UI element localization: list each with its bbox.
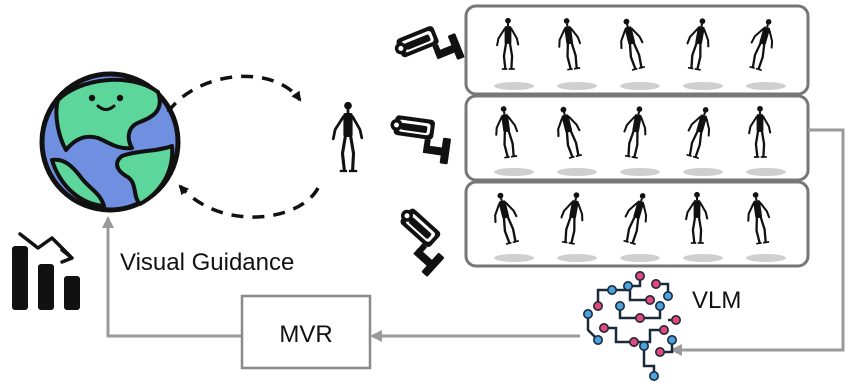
frame-shadow	[683, 168, 723, 176]
center-robot-figure	[331, 100, 364, 173]
brain-node	[662, 290, 673, 301]
brain-circuit-line	[604, 326, 634, 344]
brain-node	[634, 312, 645, 323]
frame-shadow	[494, 168, 534, 176]
frame-shadow	[620, 254, 660, 262]
frame-shadow	[683, 254, 723, 262]
frame-shadow	[494, 254, 534, 262]
camera-icon-middle	[386, 114, 454, 165]
vlm-label: VLM	[692, 287, 741, 314]
brain-node	[634, 270, 645, 281]
brain-node	[654, 346, 665, 357]
brain-node	[638, 340, 649, 351]
frame-shadow	[620, 168, 660, 176]
frame-shadow	[557, 254, 597, 262]
brain-node	[606, 284, 617, 295]
brain-node	[666, 334, 677, 345]
frame-shadow	[620, 82, 660, 90]
dashed-loop-arrow-top	[166, 74, 302, 114]
brain-node	[644, 294, 655, 305]
brain-node	[654, 300, 665, 311]
brain-node	[658, 324, 669, 335]
declining-chart-icon	[12, 232, 80, 310]
brain-circuit-line	[612, 288, 650, 302]
brain-node	[628, 336, 639, 347]
brain-node	[648, 370, 659, 381]
camera-icon-top	[391, 18, 465, 81]
brain-node	[614, 300, 625, 311]
brain-node	[598, 322, 609, 333]
brain-node	[592, 334, 603, 345]
brain-node	[650, 278, 661, 289]
frame-shadow	[557, 82, 597, 90]
frame-shadow	[494, 82, 534, 90]
frame-shadow	[746, 168, 786, 176]
camera-icon-bottom	[381, 204, 456, 278]
mvr-box	[240, 294, 372, 370]
brain-node	[670, 314, 681, 325]
dashed-loop-arrow-bottom	[178, 184, 320, 219]
frame-shadow	[746, 82, 786, 90]
brain-circuit-line	[642, 346, 656, 376]
robot-frames-panels	[464, 4, 810, 268]
mvr-label: MVR	[279, 321, 332, 348]
brain-node	[622, 280, 633, 291]
frame-shadow	[683, 82, 723, 90]
brain-node	[582, 308, 593, 319]
world-globe-icon	[39, 71, 181, 213]
flow-line-panels-to-vlm	[670, 128, 845, 356]
frame-shadow	[557, 168, 597, 176]
circuit-brain-icon	[582, 270, 681, 381]
flow-line-mvr-to-globe	[102, 216, 242, 338]
frame-shadow	[746, 254, 786, 262]
visual-guidance-label: Visual Guidance	[120, 249, 294, 276]
brain-node	[592, 300, 603, 311]
